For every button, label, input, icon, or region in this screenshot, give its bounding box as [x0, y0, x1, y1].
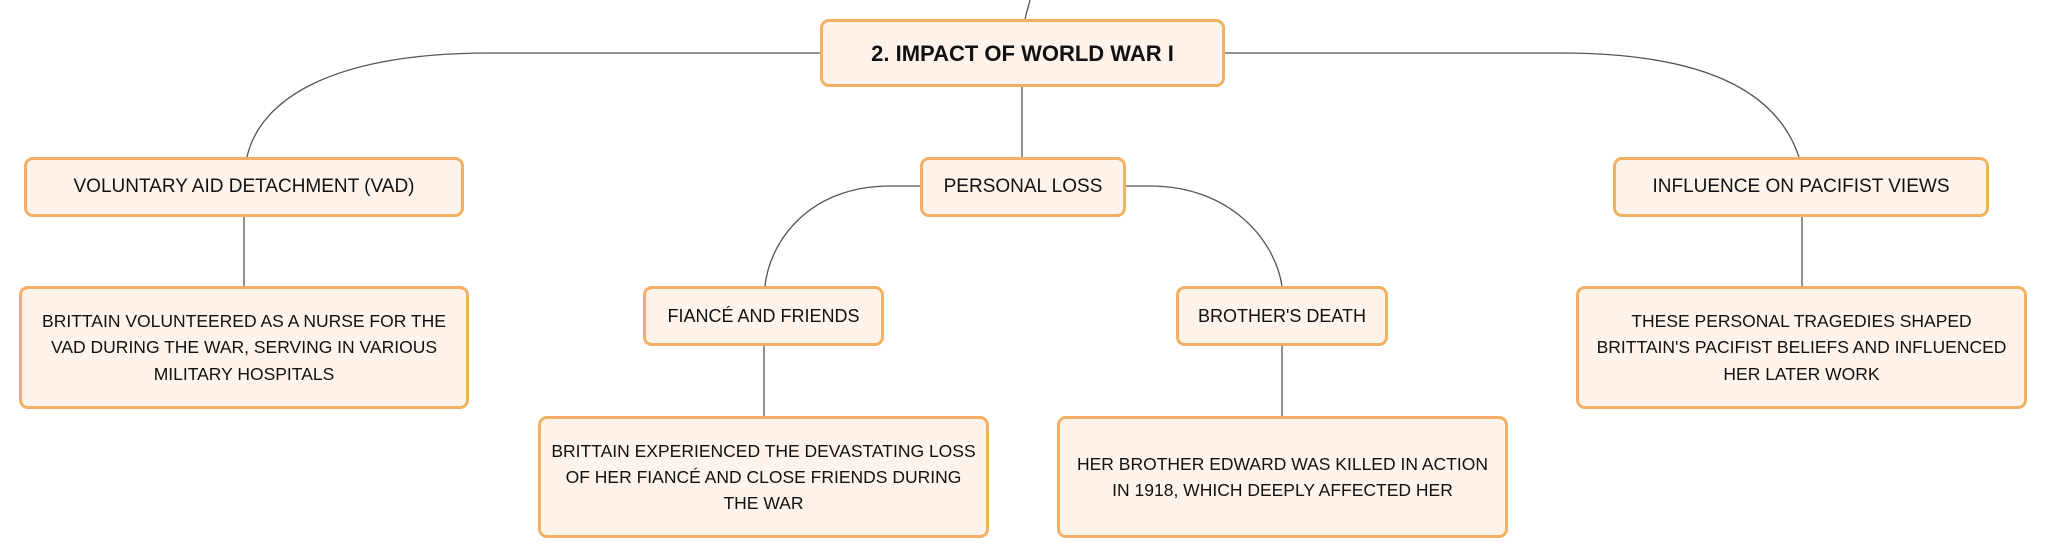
brother-detail-text: HER BROTHER EDWARD WAS KILLED IN ACTION …: [1077, 453, 1488, 500]
fiance-detail-text: BRITTAIN EXPERIENCED THE DEVASTATING LOS…: [551, 440, 976, 514]
connector-root-to-vad: [246, 52, 820, 158]
connector-root-to-pacifist: [1225, 52, 1800, 158]
brothers-death-node-label: BROTHER'S DEATH: [1197, 305, 1367, 326]
pacifist-views-node-label: INFLUENCE ON PACIFIST VIEWS: [1652, 175, 1950, 197]
fiance-detail-node[interactable]: BRITTAIN EXPERIENCED THE DEVASTATING LOS…: [538, 416, 989, 538]
vad-detail-text: BRITTAIN VOLUNTEERED AS A NURSE FOR THE …: [42, 311, 446, 384]
connector-personal-loss-to-brother: [1124, 185, 1283, 287]
vad-node[interactable]: VOLUNTARY AID DETACHMENT (VAD): [24, 157, 464, 217]
root-node-label: 2. IMPACT OF WORLD WAR I: [871, 40, 1174, 66]
pacifist-detail-node[interactable]: THESE PERSONAL TRAGEDIES SHAPED BRITTAIN…: [1576, 286, 2027, 409]
personal-loss-node[interactable]: PERSONAL LOSS: [920, 157, 1126, 217]
root-node[interactable]: 2. IMPACT OF WORLD WAR I: [820, 19, 1225, 87]
brother-detail-node[interactable]: HER BROTHER EDWARD WAS KILLED IN ACTION …: [1057, 416, 1508, 538]
fiance-friends-node[interactable]: FIANCÉ AND FRIENDS: [643, 286, 884, 346]
fiance-friends-node-label: FIANCÉ AND FRIENDS: [667, 305, 860, 326]
connector-personal-loss-to-fiance: [764, 185, 920, 287]
vad-node-label: VOLUNTARY AID DETACHMENT (VAD): [73, 175, 415, 197]
pacifist-detail-text: THESE PERSONAL TRAGEDIES SHAPED BRITTAIN…: [1596, 311, 2007, 384]
vad-detail-node[interactable]: BRITTAIN VOLUNTEERED AS A NURSE FOR THE …: [19, 286, 469, 409]
pacifist-views-node[interactable]: INFLUENCE ON PACIFIST VIEWS: [1613, 157, 1989, 217]
brothers-death-node[interactable]: BROTHER'S DEATH: [1176, 286, 1388, 346]
personal-loss-node-label: PERSONAL LOSS: [943, 175, 1103, 197]
connector-root-to-parent: [1024, 0, 1031, 21]
